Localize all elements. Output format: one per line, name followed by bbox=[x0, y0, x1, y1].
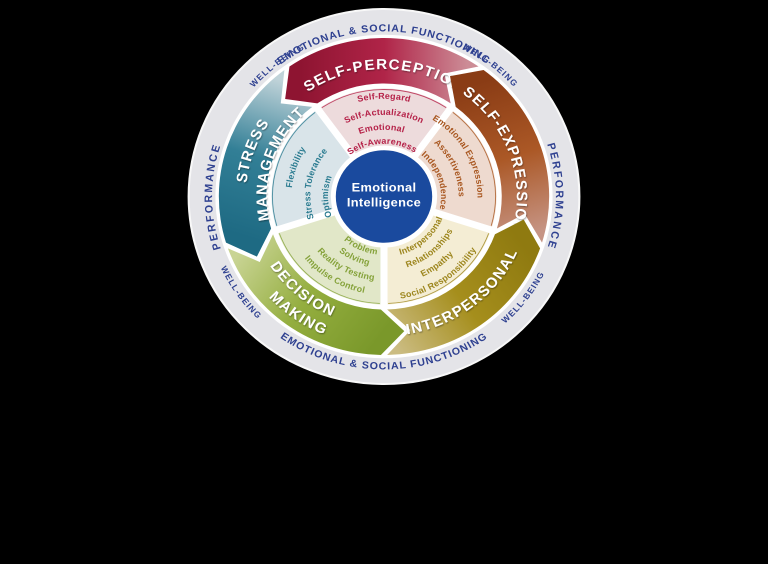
ring-label-performance-left: PERFORMANCE bbox=[203, 142, 224, 252]
subscale-sector-edge-interpersonal bbox=[388, 233, 490, 304]
subscale-sector-edge-stress-management bbox=[272, 111, 316, 226]
subscale-sector-edge-self-expression bbox=[452, 111, 496, 226]
wheel-group: SELF-PERCEPTIONSelf-RegardSelf-Actualiza… bbox=[187, 8, 581, 385]
subscale-sector-self-expression bbox=[418, 111, 497, 227]
subscale-sector-self-perception bbox=[320, 88, 448, 154]
center-circle bbox=[333, 147, 435, 246]
center-label-line-1: Intelligence bbox=[347, 196, 421, 210]
subscale-sector-edge-decision-making bbox=[278, 233, 380, 304]
subscale-row-self-perception-2: Emotional bbox=[357, 122, 406, 136]
segment-band-self-expression bbox=[450, 70, 550, 243]
subscale-sector-decision-making bbox=[278, 215, 381, 305]
center-label-line-0: Emotional bbox=[352, 181, 417, 195]
segment-band-stress-management bbox=[218, 70, 313, 257]
segment-band-interpersonal bbox=[387, 219, 541, 355]
segment-band-decision-making bbox=[227, 234, 405, 355]
subscale-row-stress-management-2: Optimism bbox=[320, 174, 334, 219]
subscale-row-self-perception-0: Self-Regard bbox=[356, 91, 412, 104]
segment-band-self-perception bbox=[285, 37, 479, 104]
subscale-sector-edge-self-perception bbox=[321, 89, 447, 109]
subscale-sector-stress-management bbox=[271, 111, 350, 227]
subscale-sector-interpersonal bbox=[387, 215, 490, 305]
